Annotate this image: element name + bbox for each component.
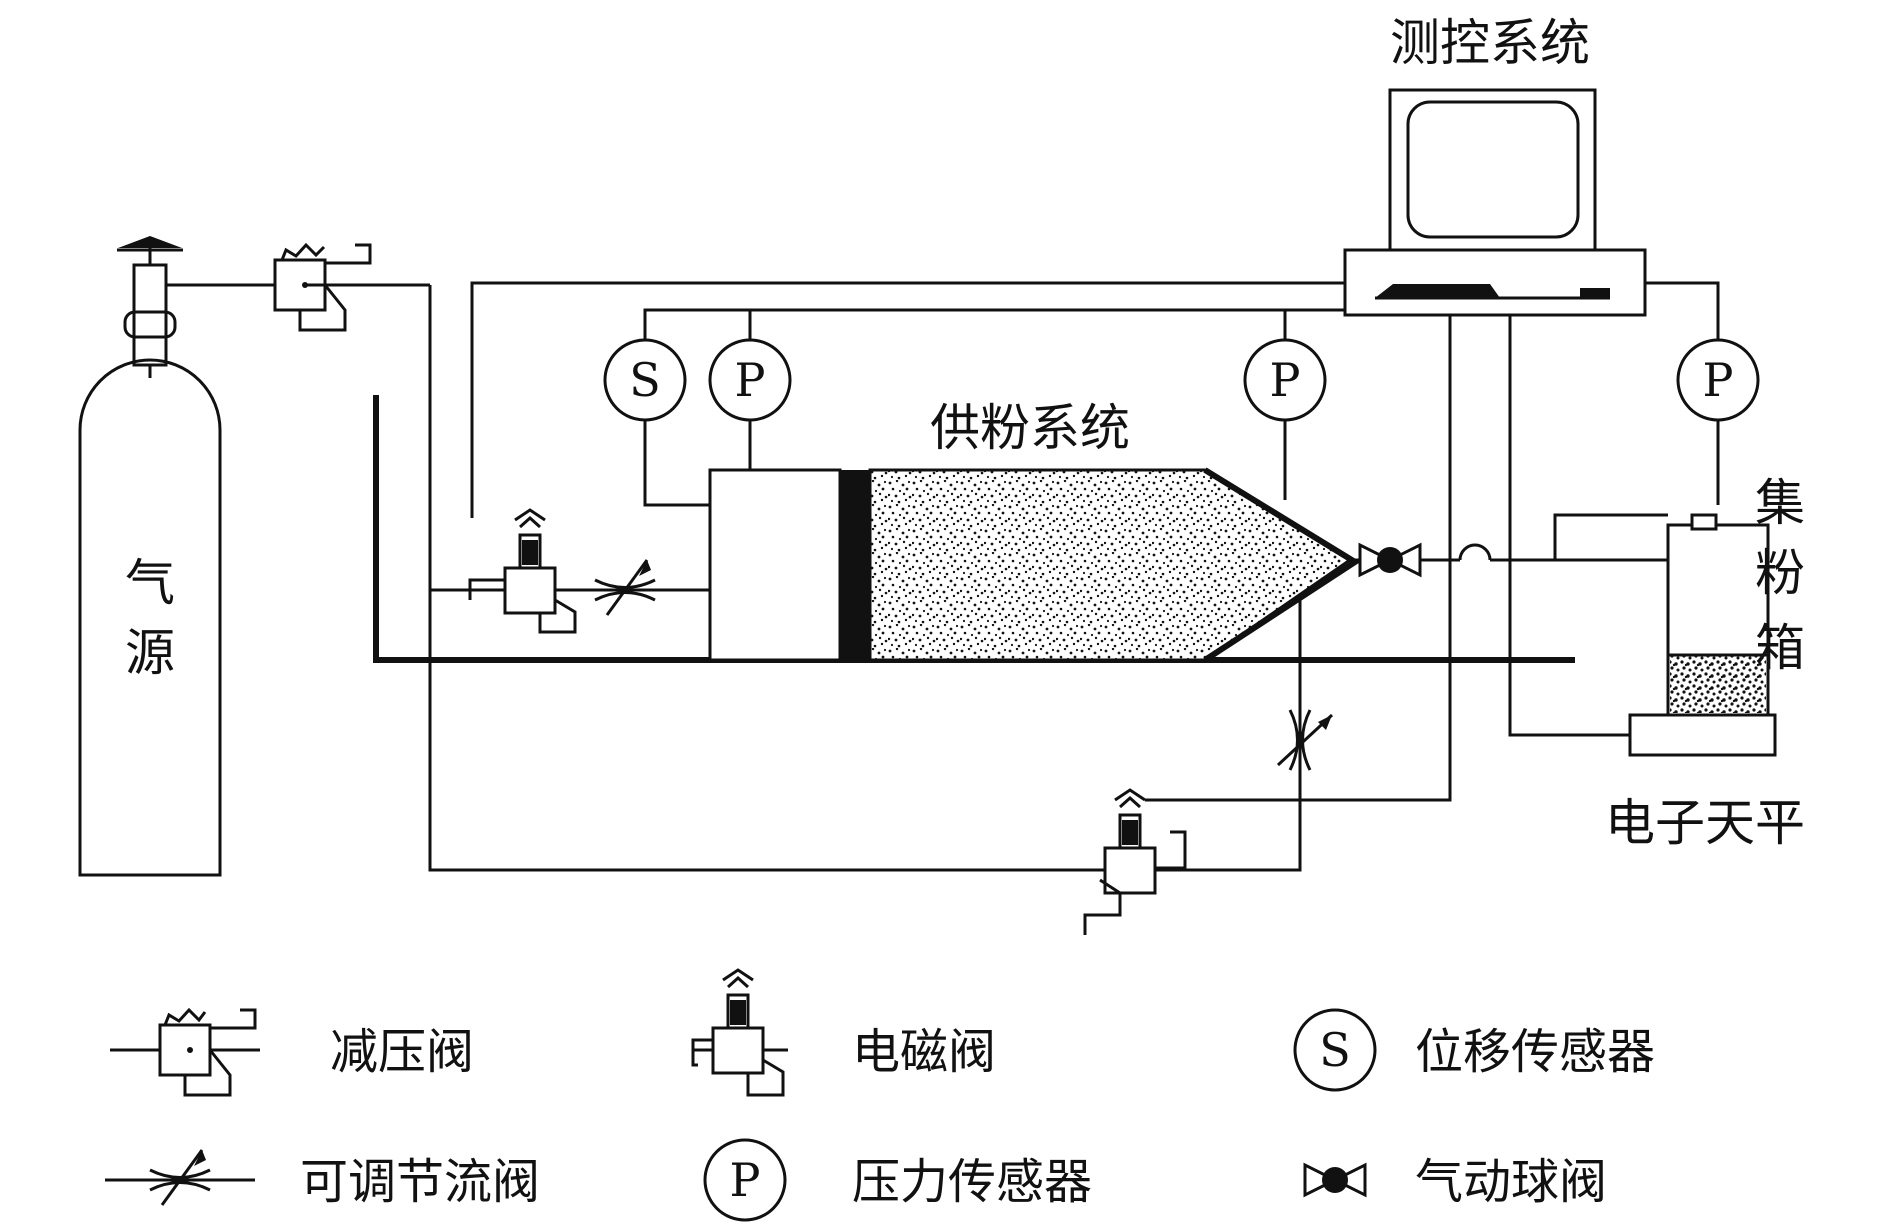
throttle-valve-lower [1276,709,1334,771]
displacement-sensor: S [603,338,710,507]
pneumatic-ball-valve [1358,542,1422,578]
electronic-balance-label: 电子天平 [1605,794,1805,852]
solenoid-valve-lower [1083,788,1187,935]
pressure-sensor-symbol: P [735,353,766,407]
legend-symbol-displacement-sensor: S [1293,1008,1377,1092]
legend-label-reducing-valve: 减压阀 [330,1024,474,1080]
displacement-sensor-symbol: S [629,353,661,407]
collector-label-1: 集 [1755,474,1805,532]
signal-wire-balance [1508,315,1630,737]
gas-cylinder [78,236,430,877]
legend-label-pressure-sensor: 压力传感器 [852,1154,1092,1210]
pressure-sensor-symbol: P [1270,353,1301,407]
legend-label-solenoid-valve: 电磁阀 [852,1024,996,1080]
gas-source-label-2: 源 [125,624,175,682]
gas-source-label: 气 [125,554,175,612]
legend-label-displacement-sensor: 位移传感器 [1415,1024,1655,1080]
computer [1343,88,1647,317]
collector-label-2: 粉 [1755,544,1805,602]
signal-wire-solenoid-lower [1145,315,1452,802]
pressure-reducing-valve [273,242,372,332]
electronic-balance [1628,713,1777,757]
svg-text:P: P [730,1153,761,1207]
powder-collector [1553,513,1770,717]
legend-symbol-reducing-valve [110,1007,260,1097]
pressure-sensor-chamber: P [1243,338,1327,500]
svg-text:S: S [1319,1023,1351,1077]
piston [840,470,870,660]
legend-symbol-throttle-valve [105,1149,255,1206]
control-system-label: 测控系统 [1390,14,1590,72]
collector-label-3: 箱 [1755,619,1805,677]
solenoid-valve-upper [468,508,577,634]
signal-wire-sensors [643,308,1345,340]
signal-wire-solenoid-upper [470,281,1345,518]
legend-label-throttle-valve: 可调节流阀 [300,1154,540,1210]
pressure-sensor-symbol: P [1703,353,1734,407]
legend-symbol-solenoid-valve [691,968,788,1097]
gas-line-bottom [428,285,1302,872]
legend-symbol-ball-valve [1303,1162,1367,1198]
piston-chamber [708,468,842,662]
legend: 减压阀 电磁阀 S 位移传感器 可调节流阀 [105,968,1655,1222]
pressure-sensor-piston: P [708,338,792,470]
legend-symbol-pressure-sensor: P [703,1138,787,1222]
legend-label-ball-valve: 气动球阀 [1415,1154,1607,1210]
powder-supply-label: 供粉系统 [930,399,1130,457]
pressure-sensor-collector: P [1676,338,1760,505]
throttle-valve-upper [594,559,656,616]
signal-wire-p4 [1645,281,1720,340]
powder-chamber [868,468,1353,662]
